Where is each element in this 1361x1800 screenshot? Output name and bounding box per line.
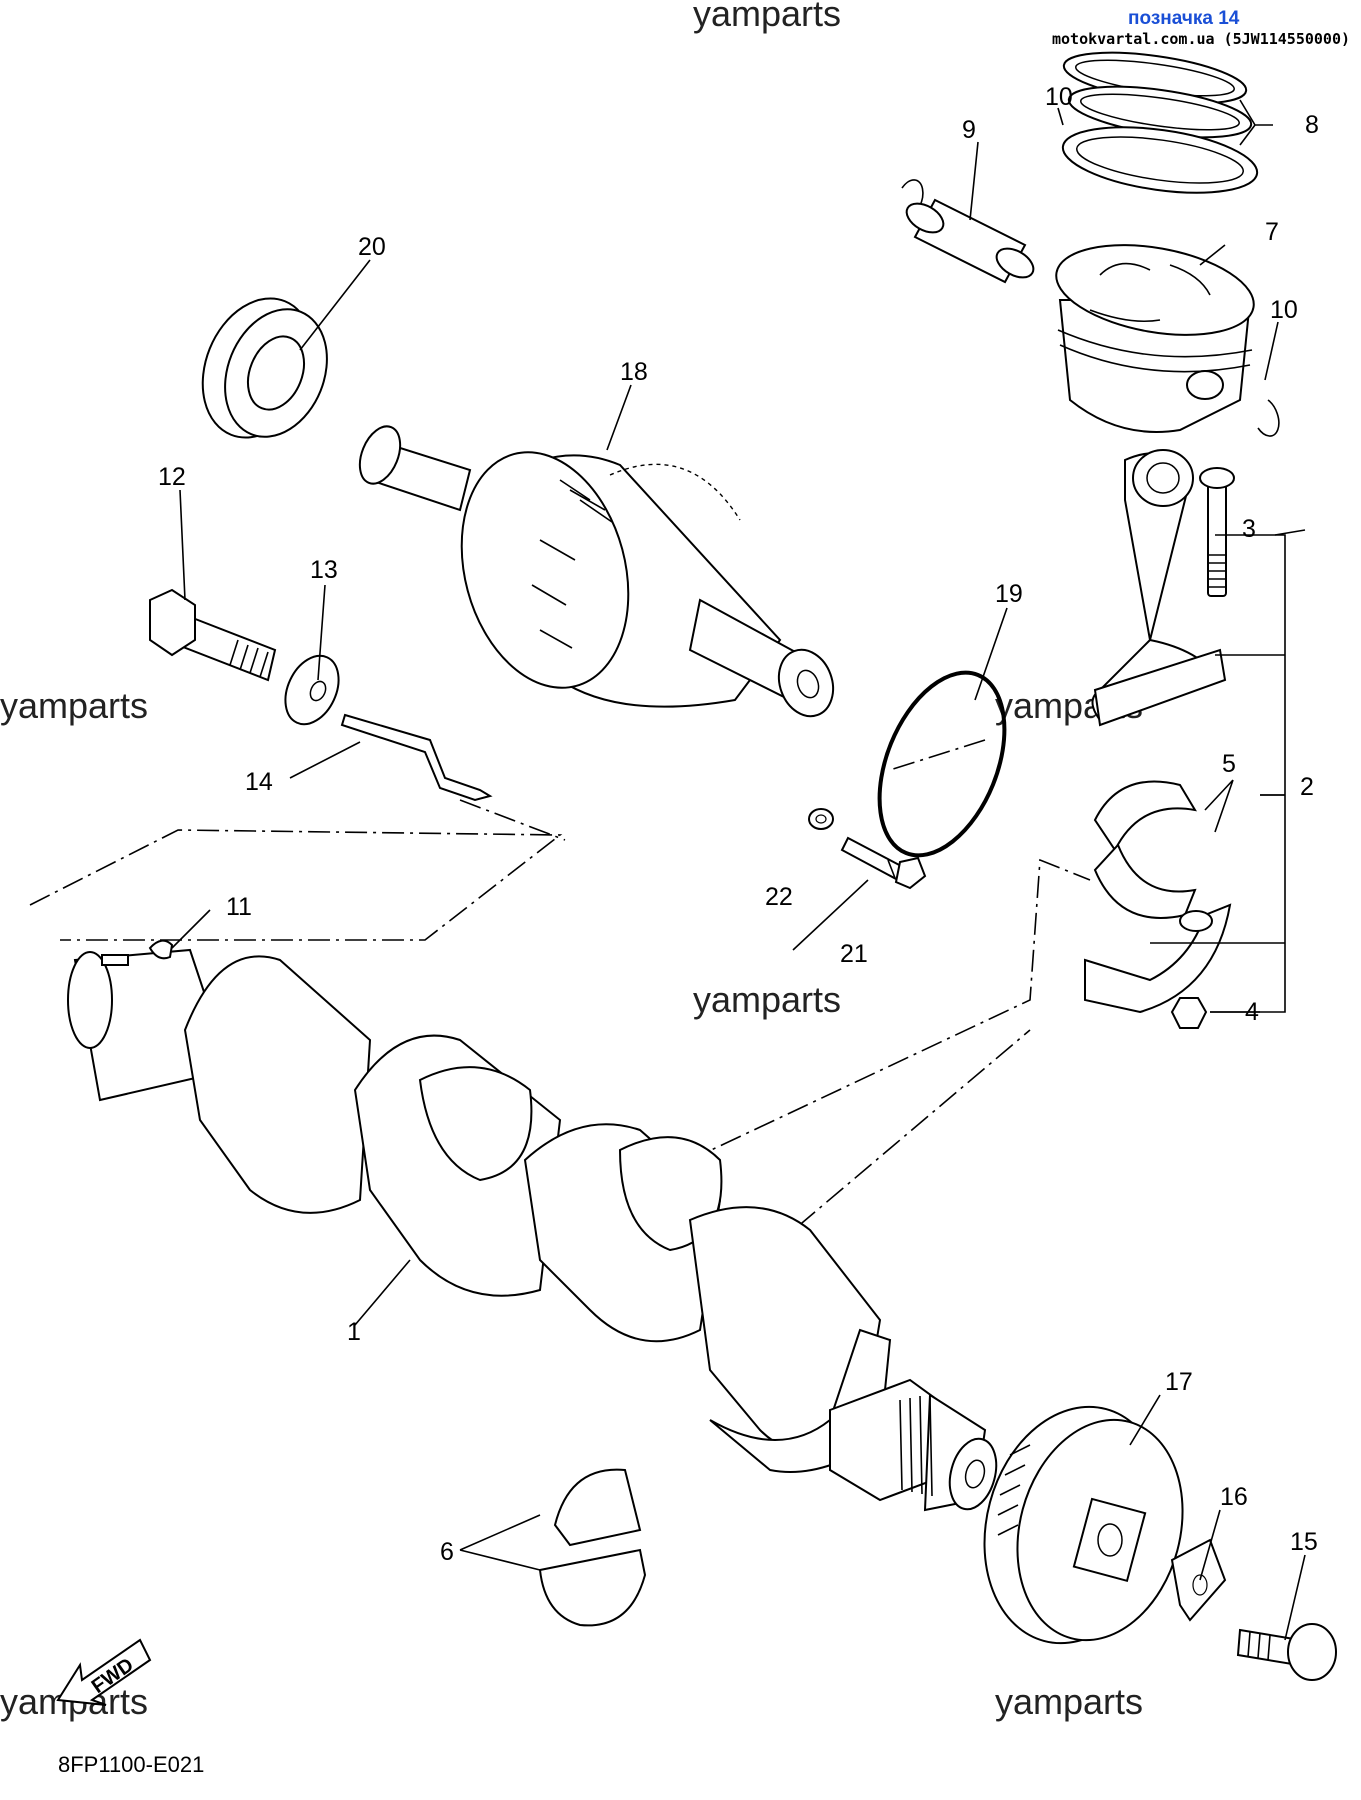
callout-2: 2 <box>1300 773 1314 801</box>
callout-9: 9 <box>962 116 976 144</box>
callout-7: 7 <box>1265 218 1279 246</box>
callout-12: 12 <box>158 463 186 491</box>
main-bearing-lower <box>538 1548 647 1627</box>
callout-17: 17 <box>1165 1368 1193 1396</box>
washer <box>284 654 340 726</box>
rod-nut <box>1170 997 1208 1029</box>
position-label: позначка 14 <box>1128 8 1240 29</box>
watermark: yamparts <box>693 979 841 1020</box>
grouping-line <box>29 829 563 941</box>
primary-drive-gear <box>983 1405 1184 1645</box>
piston <box>1055 244 1255 433</box>
callout-4: 4 <box>1245 998 1259 1026</box>
callout-11: 11 <box>226 893 252 921</box>
lock-washer <box>1170 1538 1227 1622</box>
o-ring <box>877 670 1007 858</box>
watermark: yamparts <box>0 685 148 726</box>
rod-cap <box>1084 903 1232 1014</box>
callout-21: 21 <box>840 940 868 968</box>
connecting-rod <box>1091 449 1227 727</box>
woodruff-key <box>148 939 174 960</box>
callout-13: 13 <box>310 556 338 584</box>
leader-line <box>171 99 1306 1641</box>
callout-16: 16 <box>1220 1483 1248 1511</box>
bolt <box>840 836 927 890</box>
bearing <box>201 297 328 439</box>
rod-bolt <box>1199 467 1235 597</box>
callout-18: 18 <box>620 358 648 386</box>
callout-6: 6 <box>440 1538 454 1566</box>
watermark: yamparts <box>995 1681 1143 1722</box>
piston-pin <box>905 198 1035 284</box>
bolt <box>149 588 277 682</box>
generator-rotor <box>358 425 835 718</box>
rod-bearing-lower <box>1093 843 1197 919</box>
main-bearing-upper <box>553 1468 642 1547</box>
callout-1: 1 <box>347 1318 361 1346</box>
callout-22: 22 <box>765 883 793 911</box>
callout-15: 15 <box>1290 1528 1318 1556</box>
rod-bearing-upper <box>1093 780 1197 852</box>
callout-19: 19 <box>995 580 1023 608</box>
site-label: motokvartal.com.ua (5JW114550000) <box>1052 30 1350 48</box>
circlip <box>1257 399 1280 437</box>
watermark: yamparts <box>693 0 841 34</box>
crankshaft <box>67 948 998 1512</box>
spring-plate <box>340 713 493 802</box>
diagram-code: 8FP1100-E021 <box>58 1752 204 1777</box>
callout-14: 14 <box>245 768 273 796</box>
bracket-line <box>1150 534 1286 1013</box>
callout-10: 10 <box>1270 296 1298 324</box>
callout-20: 20 <box>358 233 386 261</box>
washer <box>808 808 834 830</box>
callout-3: 3 <box>1242 515 1256 543</box>
piston-rings <box>1061 51 1259 194</box>
callout-5: 5 <box>1222 750 1236 778</box>
callout-10: 10 <box>1045 83 1073 111</box>
callout-8: 8 <box>1305 111 1319 139</box>
